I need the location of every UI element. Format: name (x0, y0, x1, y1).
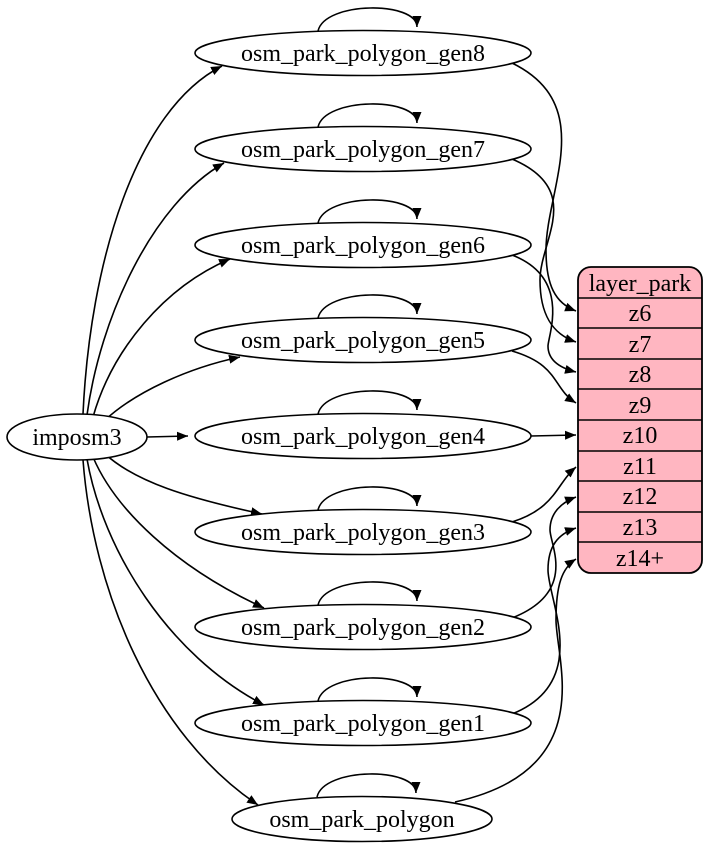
edge-imposm3-to-gen4 (146, 431, 189, 441)
layer-park-row-z10: z10 (623, 423, 658, 449)
node-osm-park-polygon-gen4: osm_park_polygon_gen4 (194, 412, 532, 460)
edge-imposm3-to-gen1 (86, 458, 265, 706)
self-loop-gen1 (317, 677, 422, 702)
node-gen8-label: osm_park_polygon_gen8 (241, 41, 485, 67)
node-gen4-shape (194, 412, 532, 460)
self-loop-gen8 (317, 7, 422, 32)
edge-gen5-to-z9 (511, 350, 577, 404)
edges-tables-to-layer (454, 62, 577, 803)
node-imposm3-shape (6, 413, 148, 461)
node-osm-park-polygon-gen7: osm_park_polygon_gen7 (194, 125, 532, 173)
edge-polygon-to-z14 (454, 558, 577, 803)
layer-park-row-z11: z11 (623, 454, 657, 480)
edge-gen3-to-z11 (511, 466, 577, 523)
layer-park-row-z8: z8 (629, 362, 652, 388)
edge-imposm3-to-gen6 (92, 258, 231, 418)
edge-gen1-to-z13 (511, 527, 577, 715)
edge-gen6-to-z8 (511, 254, 577, 374)
self-loop-polygon (316, 773, 421, 798)
edge-imposm3-to-gen5 (103, 354, 241, 422)
node-gen3-shape (194, 508, 532, 556)
node-gen7-label: osm_park_polygon_gen7 (241, 137, 485, 163)
layer-park-row-z12: z12 (623, 484, 658, 510)
edges-source-to-tables (82, 65, 265, 806)
node-imposm3-label: imposm3 (32, 425, 121, 451)
layer-park-row-z7: z7 (629, 332, 652, 358)
edge-imposm3-to-gen8 (82, 65, 223, 415)
edge-imposm3-to-gen3 (103, 452, 263, 517)
node-osm-park-polygon-gen5: osm_park_polygon_gen5 (194, 316, 532, 364)
node-osm-park-polygon-gen3: osm_park_polygon_gen3 (194, 508, 532, 556)
node-gen6-shape (194, 221, 532, 269)
edge-gen2-to-z12 (511, 496, 577, 619)
edge-gen7-to-z7 (511, 158, 577, 343)
node-polygon-label: osm_park_polygon (269, 807, 454, 833)
node-gen7-shape (194, 125, 532, 173)
layer-park-title: layer_park (589, 271, 692, 297)
node-gen1-label: osm_park_polygon_gen1 (241, 711, 485, 737)
self-loops (316, 7, 422, 798)
node-osm-park-polygon-gen8: osm_park_polygon_gen8 (194, 29, 532, 77)
node-gen3-label: osm_park_polygon_gen3 (241, 520, 485, 546)
edge-imposm3-to-gen2 (92, 456, 265, 609)
node-gen1-shape (194, 699, 532, 747)
self-loop-gen6 (317, 199, 422, 224)
node-osm-park-polygon-gen6: osm_park_polygon_gen6 (194, 221, 532, 269)
edge-gen8-to-z6 (511, 62, 577, 312)
node-gen6-label: osm_park_polygon_gen6 (241, 233, 485, 259)
node-gen5-label: osm_park_polygon_gen5 (241, 328, 485, 354)
self-loop-gen4 (317, 390, 422, 415)
node-gen5-shape (194, 316, 532, 364)
node-gen2-label: osm_park_polygon_gen2 (241, 615, 485, 641)
self-loop-gen2 (317, 581, 422, 606)
self-loop-gen5 (317, 294, 422, 319)
node-osm-park-polygon-gen2: osm_park_polygon_gen2 (194, 603, 532, 651)
node-polygon-shape (231, 795, 493, 843)
node-gen8-shape (194, 29, 532, 77)
node-gen4-label: osm_park_polygon_gen4 (241, 424, 485, 450)
self-loop-gen7 (317, 103, 422, 128)
edge-imposm3-to-polygon (82, 459, 259, 806)
node-layer-park: layer_park z6 z7 z8 z9 z10 z11 z12 z13 z… (577, 266, 703, 574)
layer-park-row-z14: z14+ (616, 546, 664, 572)
layer-park-row-z9: z9 (629, 393, 652, 419)
layer-park-row-z6: z6 (629, 301, 652, 327)
self-loop-gen3 (317, 486, 422, 511)
node-osm-park-polygon: osm_park_polygon (231, 795, 493, 843)
node-imposm3: imposm3 (6, 413, 148, 461)
layer-park-row-z13: z13 (623, 515, 658, 541)
edge-gen4-to-z10 (530, 430, 577, 440)
node-osm-park-polygon-gen1: osm_park_polygon_gen1 (194, 699, 532, 747)
node-gen2-shape (194, 603, 532, 651)
edge-imposm3-to-gen7 (86, 162, 225, 416)
